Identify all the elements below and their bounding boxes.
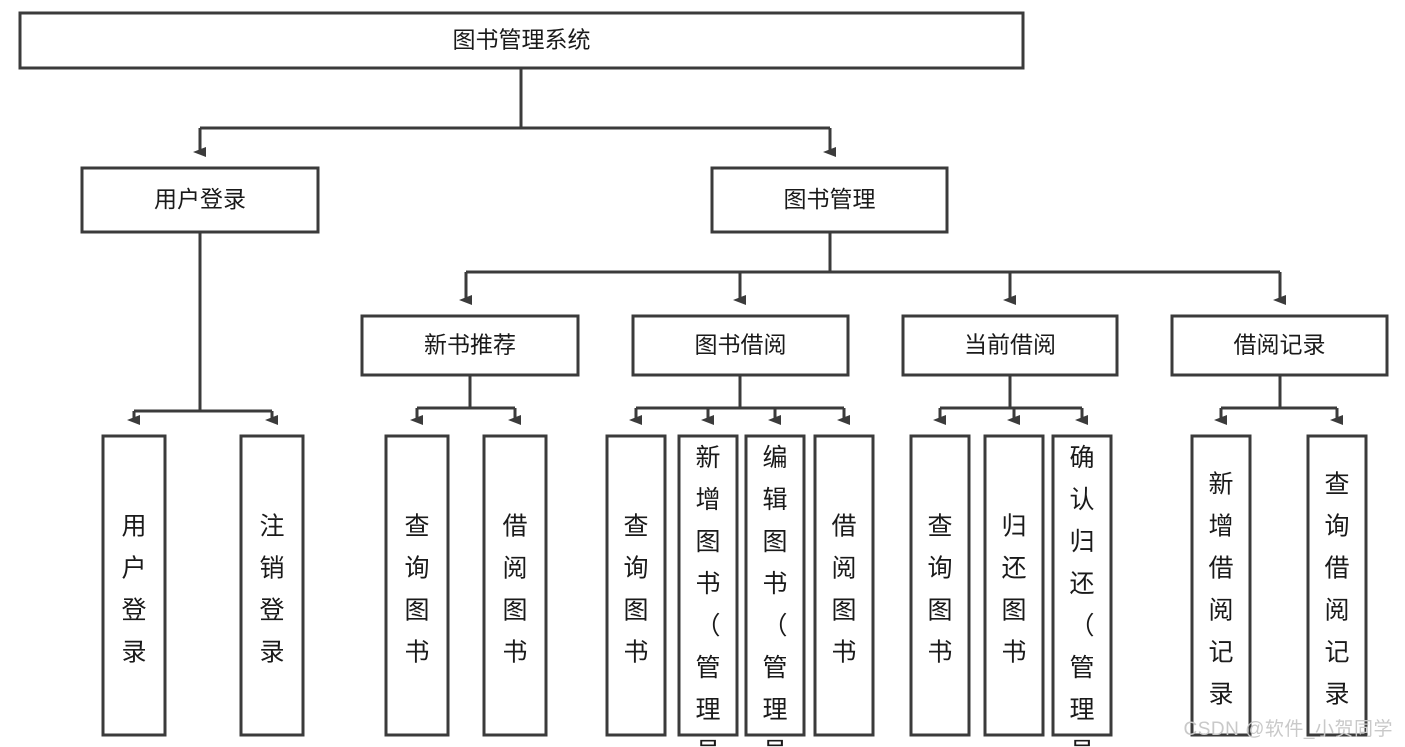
- node-label-leaf-query-book-3: 查询图书: [927, 512, 952, 666]
- node-box-leaf-confirm-return[interactable]: [1051, 434, 1113, 737]
- node-label-current-borrow: 当前借阅: [964, 332, 1056, 358]
- watermark-text: CSDN @软件_小贺同学: [1183, 719, 1393, 740]
- node-borrow-records[interactable]: 借阅记录: [1170, 314, 1389, 377]
- node-label-user-login: 用户登录: [154, 186, 246, 212]
- node-leaf-return-book[interactable]: 归还图书: [983, 434, 1045, 737]
- node-label-leaf-borrow-book-1: 借阅图书: [502, 512, 527, 666]
- node-leaf-add-record[interactable]: 新增借阅记录: [1190, 434, 1252, 737]
- node-label-leaf-user-login: 用户登录: [121, 512, 146, 666]
- node-label-book-borrow: 图书借阅: [695, 332, 787, 358]
- node-leaf-borrow-book-1[interactable]: 借阅图书: [482, 434, 548, 737]
- node-box-borrow-records[interactable]: [1170, 314, 1389, 377]
- node-leaf-query-book-1[interactable]: 查询图书: [384, 434, 450, 737]
- node-current-borrow[interactable]: 当前借阅: [901, 314, 1119, 377]
- node-box-book-manage[interactable]: [710, 166, 949, 234]
- node-box-leaf-logout[interactable]: [239, 434, 305, 737]
- node-label-leaf-query-book-2: 查询图书: [623, 512, 648, 666]
- node-book-manage[interactable]: 图书管理: [710, 166, 949, 234]
- node-label-leaf-add-record: 新增借阅记录: [1208, 470, 1233, 708]
- node-label-leaf-confirm-return: 确认归还（管理员）: [1069, 444, 1094, 747]
- node-label-leaf-return-book: 归还图书: [1001, 512, 1026, 666]
- node-box-leaf-user-login[interactable]: [101, 434, 167, 737]
- node-label-root: 图书管理系统: [453, 27, 591, 53]
- node-leaf-query-record[interactable]: 查询借阅记录: [1306, 434, 1368, 737]
- node-leaf-query-book-3[interactable]: 查询图书: [909, 434, 971, 737]
- node-label-leaf-edit-book: 编辑图书（管理员）: [762, 444, 787, 747]
- node-user-login[interactable]: 用户登录: [80, 166, 320, 234]
- node-label-leaf-add-book: 新增图书（管理员）: [695, 444, 720, 747]
- node-label-borrow-records: 借阅记录: [1234, 332, 1326, 358]
- node-box-leaf-return-book[interactable]: [983, 434, 1045, 737]
- node-label-leaf-query-book-1: 查询图书: [404, 512, 429, 666]
- node-box-leaf-query-record[interactable]: [1306, 434, 1368, 737]
- node-box-user-login[interactable]: [80, 166, 320, 234]
- node-box-leaf-add-book[interactable]: [677, 434, 739, 737]
- node-box-leaf-query-book-3[interactable]: [909, 434, 971, 737]
- node-root[interactable]: 图书管理系统: [18, 11, 1025, 70]
- node-box-book-borrow[interactable]: [631, 314, 850, 377]
- node-box-new-book-recommend[interactable]: [360, 314, 580, 377]
- node-new-book-recommend[interactable]: 新书推荐: [360, 314, 580, 377]
- node-label-leaf-logout: 注销登录: [259, 512, 284, 666]
- node-label-new-book-recommend: 新书推荐: [424, 332, 516, 358]
- node-box-leaf-add-record[interactable]: [1190, 434, 1252, 737]
- node-leaf-query-book-2[interactable]: 查询图书: [605, 434, 667, 737]
- node-leaf-confirm-return[interactable]: 确认归还（管理员）: [1051, 434, 1113, 747]
- node-leaf-borrow-book-2[interactable]: 借阅图书: [813, 434, 875, 737]
- node-box-leaf-borrow-book-1[interactable]: [482, 434, 548, 737]
- node-box-root[interactable]: [18, 11, 1025, 70]
- node-label-leaf-query-record: 查询借阅记录: [1324, 470, 1349, 708]
- node-leaf-logout[interactable]: 注销登录: [239, 434, 305, 737]
- node-label-leaf-borrow-book-2: 借阅图书: [831, 512, 856, 666]
- node-box-leaf-query-book-2[interactable]: [605, 434, 667, 737]
- node-label-book-manage: 图书管理: [784, 186, 876, 212]
- node-layer: 图书管理系统用户登录图书管理新书推荐图书借阅当前借阅借阅记录用户登录注销登录查询…: [18, 11, 1389, 747]
- node-box-leaf-borrow-book-2[interactable]: [813, 434, 875, 737]
- node-book-borrow[interactable]: 图书借阅: [631, 314, 850, 377]
- connector-layer: [127, 68, 1343, 425]
- node-box-leaf-edit-book[interactable]: [744, 434, 806, 737]
- node-leaf-user-login[interactable]: 用户登录: [101, 434, 167, 737]
- node-leaf-edit-book[interactable]: 编辑图书（管理员）: [744, 434, 806, 747]
- node-leaf-add-book[interactable]: 新增图书（管理员）: [677, 434, 739, 747]
- node-box-leaf-query-book-1[interactable]: [384, 434, 450, 737]
- node-box-current-borrow[interactable]: [901, 314, 1119, 377]
